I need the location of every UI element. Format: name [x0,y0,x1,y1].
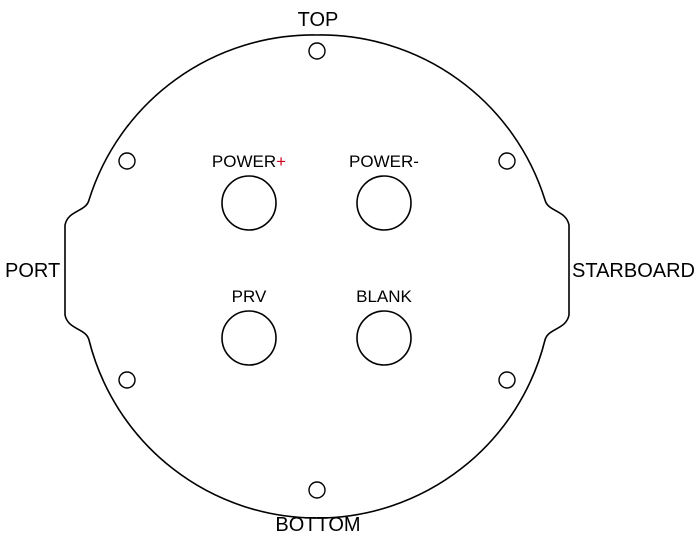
label-port: PORT [5,260,60,282]
connector-power-plus [221,175,277,231]
label-starboard: STARBOARD [572,260,695,282]
label-power-minus: POWER- [349,152,419,171]
connector-blank [356,310,412,366]
mounting-hole-upper-left [118,152,136,170]
label-power-plus: POWER+ [212,152,286,171]
mounting-hole-lower-right [498,371,516,389]
power-plus-sign: + [276,152,286,171]
label-prv: PRV [232,287,267,306]
plate-outline [64,34,570,519]
mounting-hole-upper-right [498,152,516,170]
label-blank: BLANK [356,287,412,306]
label-top: TOP [298,9,339,31]
label-bottom: BOTTOM [275,514,360,536]
mounting-hole-top [308,42,326,60]
mounting-hole-bottom [308,481,326,499]
connector-power-minus [356,175,412,231]
mounting-hole-lower-left [118,371,136,389]
connector-prv [221,310,277,366]
